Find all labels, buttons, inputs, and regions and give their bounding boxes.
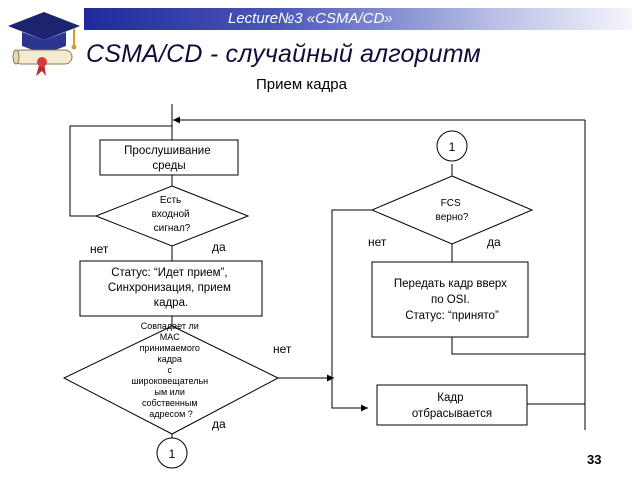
mac-match-label: Совпадает ли MAC принимаемого кадра с ши… [131,321,210,419]
connector-top-label: 1 [449,140,456,154]
right-flow-lines [173,116,586,430]
diagram-subtitle: Прием кадра [256,76,347,93]
page-title: CSMA/CD - случайный алгоритм [86,40,481,68]
listen-medium-box [99,139,239,176]
mac-match-decision [62,325,280,435]
receiving-status-box [79,260,263,317]
yes-label-incoming: да [212,240,226,254]
no-label-incoming: нет [90,242,109,256]
no-label-mac: нет [273,342,292,356]
graduation-cap-and-diploma-icon [8,12,80,76]
yes-label-mac: да [212,417,226,431]
connector-top [436,130,468,162]
lecture-banner-title: Lecture№3 «CSMA/CD» [228,10,393,27]
discard-frame-label: Кадр отбрасывается [412,392,492,420]
listen-medium-label: Прослушивание среды [124,145,214,172]
fcs-decision [370,175,534,245]
no-label-fcs: нет [368,235,387,249]
pass-frame-label: Передать кадр вверх по OSI. Статус: “при… [394,278,510,322]
incoming-signal-decision [94,185,250,247]
pass-frame-box [371,261,529,338]
receiving-status-label: Статус: “Идет прием”, Синхронизация, при… [108,267,234,309]
connector-bottom [156,437,188,469]
fcs-label: FCS верно? [436,198,469,223]
page-number: 33 [587,452,602,467]
incoming-signal-label: Есть входной сигнал? [152,195,193,234]
connector-bottom-label: 1 [169,447,176,461]
discard-frame-box [376,384,528,426]
header-banner [84,8,632,30]
yes-label-fcs: да [487,235,501,249]
